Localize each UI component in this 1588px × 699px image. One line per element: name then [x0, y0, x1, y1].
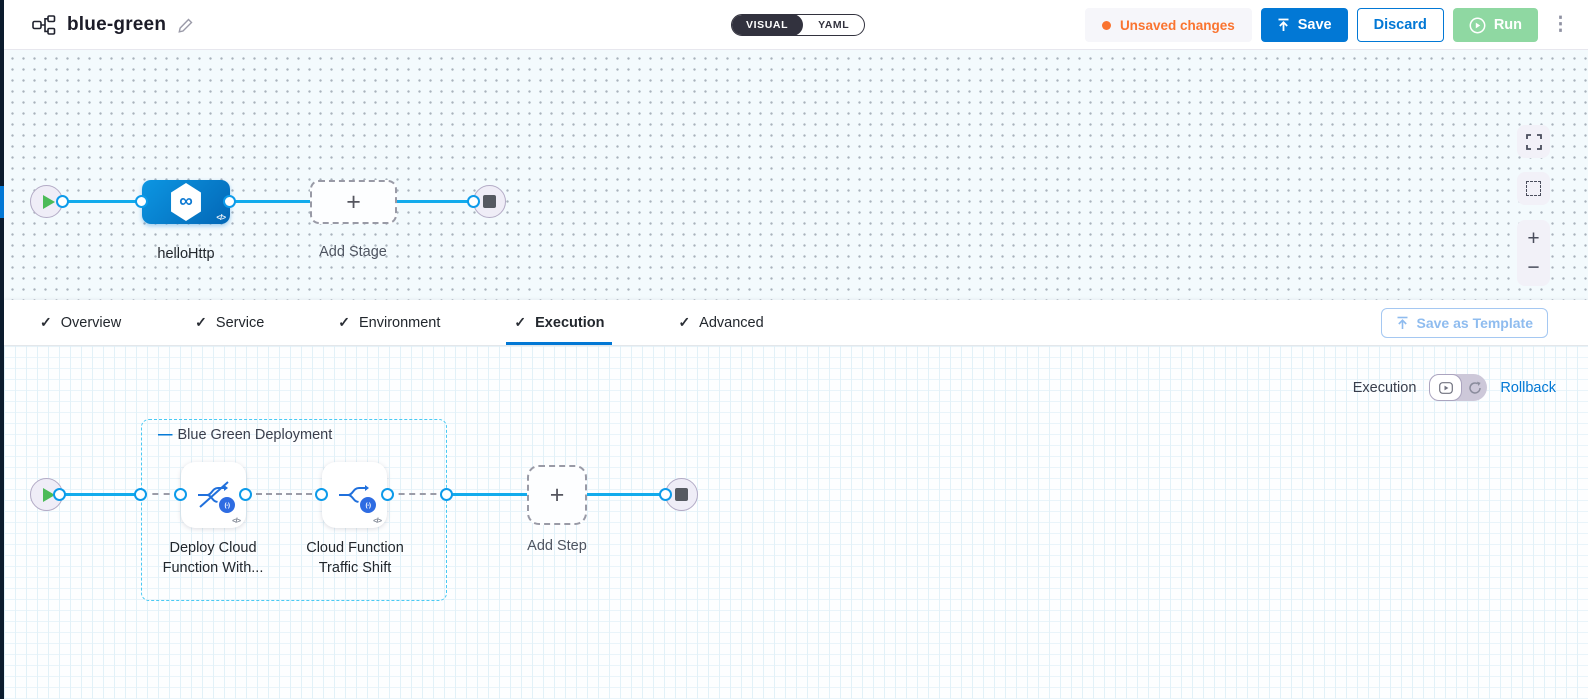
toggle-yaml[interactable]: YAML	[818, 18, 850, 31]
tab-advanced[interactable]: ✓ Advanced	[678, 314, 764, 331]
port	[56, 195, 69, 208]
add-step-label: Add Step	[527, 538, 587, 554]
plus-icon: +	[549, 480, 565, 509]
save-button[interactable]: Save	[1260, 8, 1348, 42]
execution-rollback-toggle[interactable]	[1429, 374, 1488, 401]
add-stage-button[interactable]: +	[310, 180, 397, 224]
toggle-visual[interactable]: VISUAL	[732, 15, 804, 35]
stage-connector-line	[63, 200, 474, 203]
function-badge-icon: (-)	[219, 497, 235, 513]
port	[135, 195, 148, 208]
execution-mode-row: Execution Rollback	[1353, 374, 1556, 401]
step-connector-line	[587, 493, 665, 496]
stop-icon	[483, 195, 496, 208]
tab-service[interactable]: ✓ Service	[195, 314, 265, 331]
run-button[interactable]: Run	[1452, 8, 1538, 42]
start-play-icon	[42, 194, 55, 209]
more-options-icon[interactable]: ⋮	[1551, 14, 1570, 35]
zoom-controls: + −	[1517, 220, 1550, 286]
step-connector-line	[60, 493, 141, 496]
stage-node-hellohttp[interactable]: ∞ </>	[142, 180, 230, 224]
group-dash-icon: —	[158, 427, 173, 443]
page-title: blue-green	[67, 14, 167, 35]
port	[440, 488, 453, 501]
add-stage-label: Add Stage	[319, 244, 387, 260]
check-icon: ✓	[40, 314, 52, 330]
port	[315, 488, 328, 501]
tab-overview[interactable]: ✓ Overview	[40, 314, 122, 331]
edit-icon[interactable]	[177, 17, 194, 34]
execution-end-node	[665, 478, 698, 511]
fullscreen-icon	[1525, 133, 1542, 150]
pipeline-icon	[32, 15, 56, 35]
code-icon: </>	[216, 213, 226, 222]
execution-icon	[1438, 381, 1453, 394]
check-icon: ✓	[338, 314, 350, 330]
port	[467, 195, 480, 208]
stop-icon	[675, 488, 688, 501]
port	[223, 195, 236, 208]
stage-pipeline-canvas[interactable]: ∞ </> helloHttp + Add Stage + −	[4, 50, 1588, 300]
unsaved-dot-icon	[1101, 20, 1111, 30]
step-label: Deploy Cloud Function With...	[162, 540, 264, 576]
save-as-template-button[interactable]: Save as Template	[1380, 308, 1548, 338]
tab-environment[interactable]: ✓ Environment	[338, 314, 441, 331]
app-header: blue-green VISUAL YAML Unsaved changes S…	[4, 0, 1588, 50]
rollback-link[interactable]: Rollback	[1500, 379, 1556, 396]
discard-button[interactable]: Discard	[1356, 8, 1444, 42]
collapsed-sidebar-active-item[interactable]	[0, 186, 4, 218]
function-badge-icon: (-)	[360, 497, 376, 513]
step-group-blue-green-deployment[interactable]: — Blue Green Deployment	[141, 419, 447, 601]
port	[134, 488, 147, 501]
port	[174, 488, 187, 501]
execution-mode-label: Execution	[1352, 379, 1417, 396]
step-label: Cloud Function Traffic Shift	[306, 540, 404, 576]
port	[239, 488, 252, 501]
collapsed-sidebar[interactable]	[0, 0, 4, 699]
port	[381, 488, 394, 501]
add-step-button[interactable]: +	[527, 465, 587, 525]
visual-yaml-toggle: VISUAL YAML	[731, 14, 866, 36]
check-icon: ✓	[514, 314, 527, 330]
stage-tab-bar: ✓ Overview ✓ Service ✓ Environment ✓ Exe…	[4, 300, 1588, 346]
port	[53, 488, 66, 501]
step-cloud-function-traffic-shift[interactable]: (-) </>	[322, 462, 387, 528]
step-deploy-cloud-function[interactable]: (-) </>	[181, 462, 246, 528]
code-icon: </>	[232, 516, 241, 525]
start-play-icon	[42, 487, 55, 502]
step-connector-line	[447, 493, 527, 496]
zoom-out-button[interactable]: −	[1527, 256, 1540, 279]
step-dashed-connector	[388, 493, 447, 495]
check-icon: ✓	[678, 314, 691, 330]
step-group-label[interactable]: — Blue Green Deployment	[158, 427, 333, 443]
tab-execution[interactable]: ✓ Execution	[506, 300, 613, 345]
run-play-icon	[1469, 17, 1486, 34]
stage-name-label: helloHttp	[157, 246, 215, 262]
port	[659, 488, 672, 501]
plus-icon: +	[346, 187, 361, 216]
step-dashed-connector	[246, 493, 322, 495]
unsaved-changes-badge: Unsaved changes	[1084, 8, 1252, 42]
execution-toggle-segment[interactable]	[1429, 374, 1463, 401]
step-dashed-connector	[141, 493, 181, 495]
rollback-icon	[1469, 381, 1481, 394]
upload-icon	[1396, 316, 1409, 330]
code-icon: </>	[373, 516, 382, 525]
zoom-in-button[interactable]: +	[1527, 227, 1540, 250]
upload-icon	[1277, 18, 1290, 32]
fullscreen-button[interactable]	[1517, 125, 1550, 158]
stage-type-icon: ∞	[171, 183, 201, 221]
execution-canvas[interactable]: Execution Rollback	[4, 346, 1588, 699]
check-icon: ✓	[195, 314, 207, 330]
selection-box-icon	[1526, 181, 1541, 196]
fit-to-screen-button[interactable]	[1517, 172, 1550, 205]
rollback-toggle-segment[interactable]	[1462, 381, 1487, 395]
